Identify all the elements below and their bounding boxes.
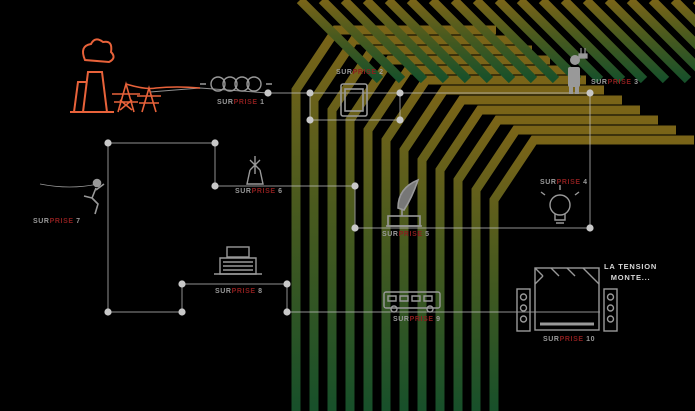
stripe [582, 0, 670, 84]
surprise-3-label[interactable]: SURPRISE 3 [591, 79, 639, 86]
tablet-icon [340, 83, 368, 117]
surprise-number: 10 [586, 336, 596, 343]
plug-person-icon [568, 48, 588, 94]
surprise-prefix: SUR [217, 99, 234, 106]
surprise-9-label[interactable]: SURPRISE 9 [393, 316, 441, 323]
surprise-prefix: SUR [336, 69, 353, 76]
surprise-number: 6 [278, 188, 283, 195]
stripe [296, 0, 384, 84]
stripe [670, 0, 695, 28]
surprise-prefix: SUR [33, 218, 50, 225]
surprise-8-label[interactable]: SURPRISE 8 [215, 288, 263, 295]
stripe [450, 0, 538, 84]
stripe [399, 85, 604, 411]
stripe [472, 0, 560, 84]
stripe [626, 0, 695, 72]
surprise-highlight: PRISE [233, 99, 258, 106]
typewriter-icon [214, 246, 262, 275]
stripe [494, 0, 582, 84]
stripe [453, 115, 658, 411]
stripe [318, 0, 406, 84]
surprise-number: 3 [634, 79, 639, 86]
surprise-number: 1 [260, 99, 265, 106]
stripe [435, 105, 640, 411]
surprise-number: 9 [436, 316, 441, 323]
stripe [471, 125, 676, 411]
gramophone-icon [386, 178, 422, 227]
surprise-highlight: PRISE [409, 316, 434, 323]
climber-icon [39, 178, 105, 215]
surprise-2-label[interactable]: SURPRISE 2 [336, 69, 384, 76]
stripe [384, 0, 472, 84]
surprise-number: 8 [258, 288, 263, 295]
surprise-number: 2 [379, 69, 384, 76]
surprise-highlight: PRISE [251, 188, 276, 195]
stripe [340, 0, 428, 84]
lightbulb-icon [540, 185, 580, 224]
surprise-1-label[interactable]: SURPRISE 1 [217, 99, 265, 106]
surprise-6-label[interactable]: SURPRISE 6 [235, 188, 283, 195]
pylon-icon [112, 81, 201, 113]
stripe [560, 0, 648, 84]
coil-icon [200, 76, 272, 92]
stripe [327, 45, 532, 411]
surprise-number: 5 [425, 231, 430, 238]
surprise-7-label[interactable]: SURPRISE 7 [33, 218, 81, 225]
stripe [363, 65, 568, 411]
surprise-prefix: SUR [393, 316, 410, 323]
surprise-highlight: PRISE [398, 231, 423, 238]
bus-icon [383, 291, 441, 313]
stripe [406, 0, 494, 84]
surprise-4-label[interactable]: SURPRISE 4 [540, 179, 588, 186]
surprise-10-label[interactable]: SURPRISE 10 [543, 336, 595, 343]
power-plant-icon [70, 38, 115, 113]
stripe [604, 0, 692, 84]
surprise-prefix: SUR [543, 336, 560, 343]
surprise-prefix: SUR [591, 79, 608, 86]
tension-caption: LA TENSION MONTE... [604, 261, 657, 283]
surprise-5-label[interactable]: SURPRISE 5 [382, 231, 430, 238]
stripe [648, 0, 695, 50]
stripe [362, 0, 450, 84]
windmill-icon [246, 156, 264, 185]
stripe [538, 0, 626, 84]
tension-line-1: LA TENSION [604, 262, 658, 271]
surprise-highlight: PRISE [231, 288, 256, 295]
surprise-prefix: SUR [215, 288, 232, 295]
surprise-highlight: PRISE [559, 336, 584, 343]
surprise-highlight: PRISE [352, 69, 377, 76]
surprise-number: 7 [76, 218, 81, 225]
surprise-prefix: SUR [382, 231, 399, 238]
stage-speakers-icon [516, 267, 618, 332]
surprise-highlight: PRISE [49, 218, 74, 225]
surprise-prefix: SUR [235, 188, 252, 195]
stripe [428, 0, 516, 84]
surprise-number: 4 [583, 179, 588, 186]
stripe [417, 95, 622, 411]
surprise-highlight: PRISE [607, 79, 632, 86]
stripe [516, 0, 604, 84]
surprise-highlight: PRISE [556, 179, 581, 186]
tension-line-2: MONTE... [610, 273, 651, 282]
surprise-prefix: SUR [540, 179, 557, 186]
